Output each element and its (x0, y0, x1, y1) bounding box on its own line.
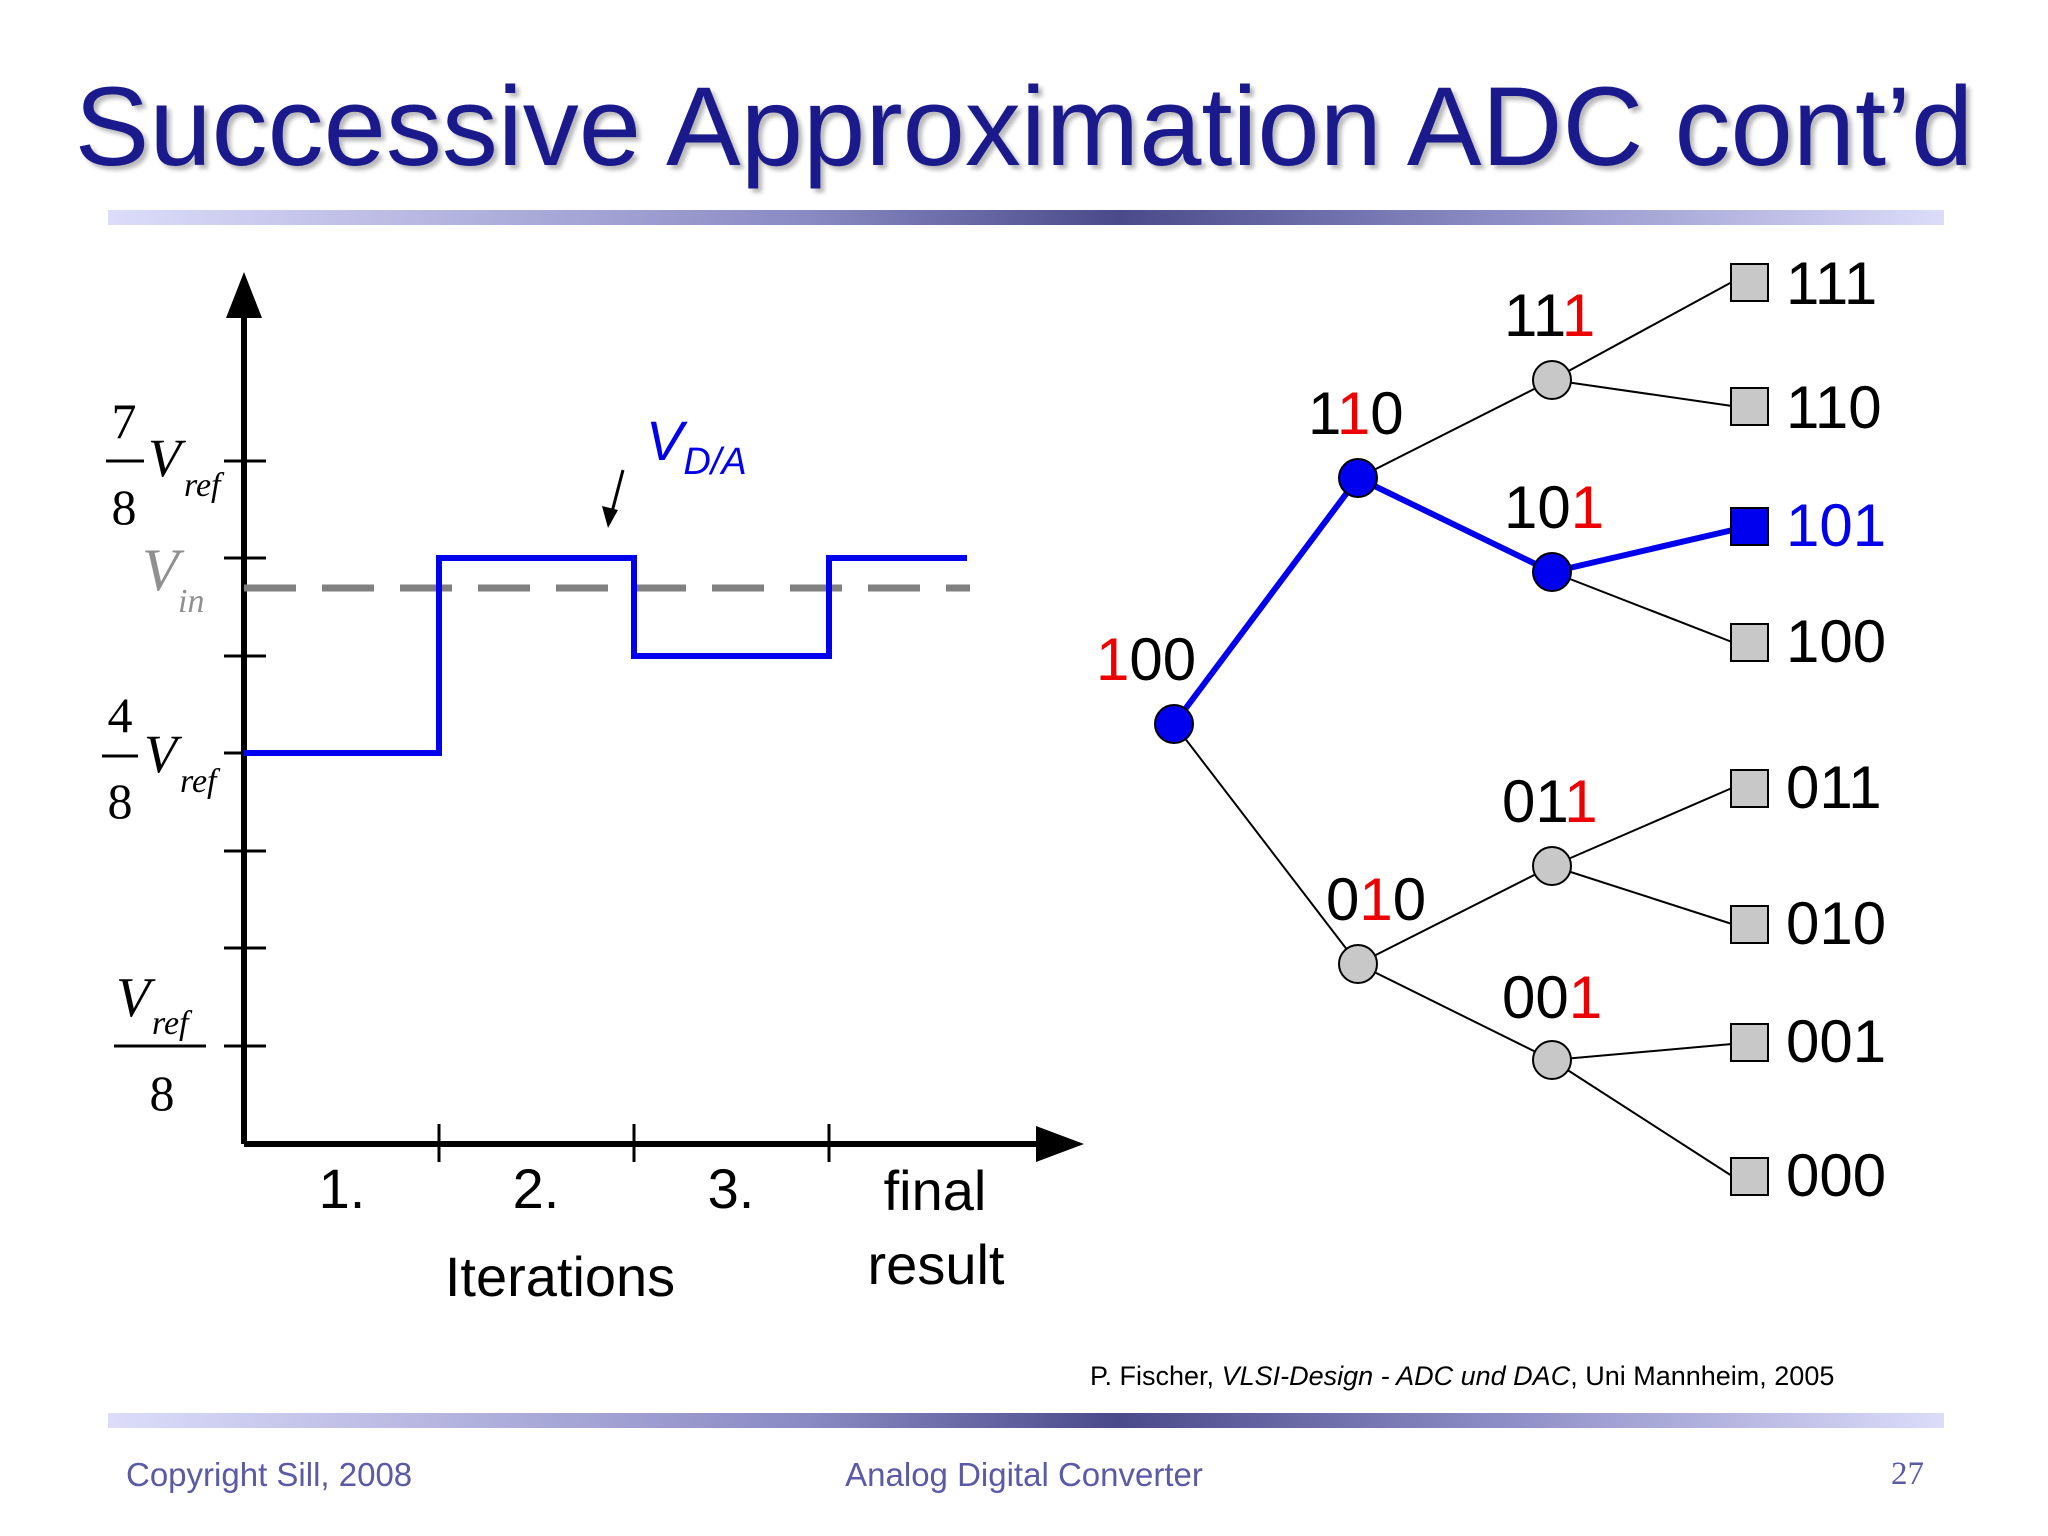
node-101 (1532, 552, 1572, 592)
vda-label: VD/A (646, 409, 747, 483)
vin-subscript: in (178, 583, 204, 620)
selected-path (1171, 474, 1751, 726)
fraction-denominator: 8 (150, 1065, 175, 1121)
leaf-label: 111 (1786, 250, 1877, 317)
label-010: 010 (1326, 866, 1426, 933)
fraction-numerator: 4 (108, 687, 133, 743)
vref-subscript: ref (180, 763, 221, 800)
decision-tree: 100 110 010 111 101 011 001 111 110 101 … (1096, 250, 1886, 1209)
leaf-box-011 (1730, 769, 1769, 808)
vref-symbol: V (144, 724, 183, 784)
leaf-box-100 (1730, 623, 1769, 662)
x-label-result: result (868, 1233, 1005, 1296)
x-label-final: final (884, 1159, 987, 1222)
label-vref-over-8: V ref 8 (114, 967, 206, 1121)
node-011 (1532, 846, 1572, 886)
node-001 (1532, 1040, 1572, 1080)
vda-pointer-arrowhead (602, 506, 618, 528)
vda-pointer-line (610, 469, 625, 513)
citation-author: P. Fischer, (1090, 1361, 1222, 1391)
label-vin: V in (142, 537, 204, 620)
x-axis-title: Iterations (445, 1245, 675, 1308)
leaf-labels: 111 110 101 100 011 010 001 000 (1786, 250, 1886, 1209)
node-root (1154, 704, 1194, 744)
leaf-label: 001 (1786, 1008, 1886, 1075)
x-label-1: 1. (319, 1157, 366, 1220)
node-labels: 100 110 010 111 101 011 001 (1096, 282, 1604, 1031)
label-7-8-vref: 7 8 V ref (106, 393, 225, 535)
slide-title: Successive Approximation ADC cont’d (74, 64, 1974, 189)
fraction-numerator: 7 (112, 393, 137, 449)
footer-copyright: Copyright Sill, 2008 (126, 1456, 413, 1493)
node-111 (1532, 360, 1572, 400)
node-110 (1338, 458, 1378, 498)
leaf-label: 110 (1786, 374, 1882, 441)
vda-staircase (244, 555, 967, 756)
fraction-denominator: 8 (108, 773, 133, 829)
leaf-label: 010 (1786, 890, 1886, 957)
node-010 (1338, 944, 1378, 984)
label-001: 001 (1502, 964, 1602, 1031)
citation-work: VLSI-Design - ADC und DAC (1221, 1361, 1571, 1391)
label-110: 110 (1308, 380, 1404, 447)
leaf-box-010 (1730, 905, 1769, 944)
leaf-label: 011 (1786, 754, 1882, 821)
leaf-box-111 (1730, 263, 1769, 302)
leaf-label: 000 (1786, 1142, 1886, 1209)
label-4-8-vref: 4 8 V ref (102, 687, 221, 829)
leaf-label-selected: 101 (1786, 492, 1886, 559)
label-101: 101 (1504, 474, 1604, 541)
leaf-box-000 (1730, 1157, 1769, 1196)
label-111: 111 (1504, 282, 1595, 349)
vref-symbol: V (116, 967, 156, 1029)
x-label-3: 3. (708, 1157, 755, 1220)
label-root: 100 (1096, 626, 1196, 693)
vin-symbol: V (142, 537, 185, 603)
fraction-denominator: 8 (112, 479, 137, 535)
y-axis-arrow (226, 272, 262, 318)
footer-title: Analog Digital Converter (845, 1456, 1203, 1493)
citation: P. Fischer, VLSI-Design - ADC und DAC, U… (1090, 1361, 1834, 1392)
waveform-graph: 7 8 V ref V in 4 8 V ref V ref 8 VD/A 1. (102, 272, 1084, 1308)
citation-rest: , Uni Mannheim, 2005 (1570, 1361, 1835, 1391)
x-label-2: 2. (513, 1157, 560, 1220)
leaf-label: 100 (1786, 608, 1886, 675)
leaf-box-001 (1730, 1023, 1769, 1062)
label-011: 011 (1502, 768, 1598, 835)
footer-divider (108, 1413, 1944, 1428)
vref-subscript: ref (152, 1005, 193, 1042)
x-axis-arrow (1036, 1126, 1084, 1162)
vref-subscript: ref (184, 467, 225, 504)
x-ticks (437, 1124, 831, 1162)
page-number: 27 (1891, 1456, 1924, 1492)
tree-edges (1173, 281, 1733, 1177)
leaf-box-101 (1730, 507, 1769, 546)
leaf-box-110 (1730, 387, 1769, 426)
vref-symbol: V (148, 428, 187, 488)
title-divider (108, 210, 1944, 225)
